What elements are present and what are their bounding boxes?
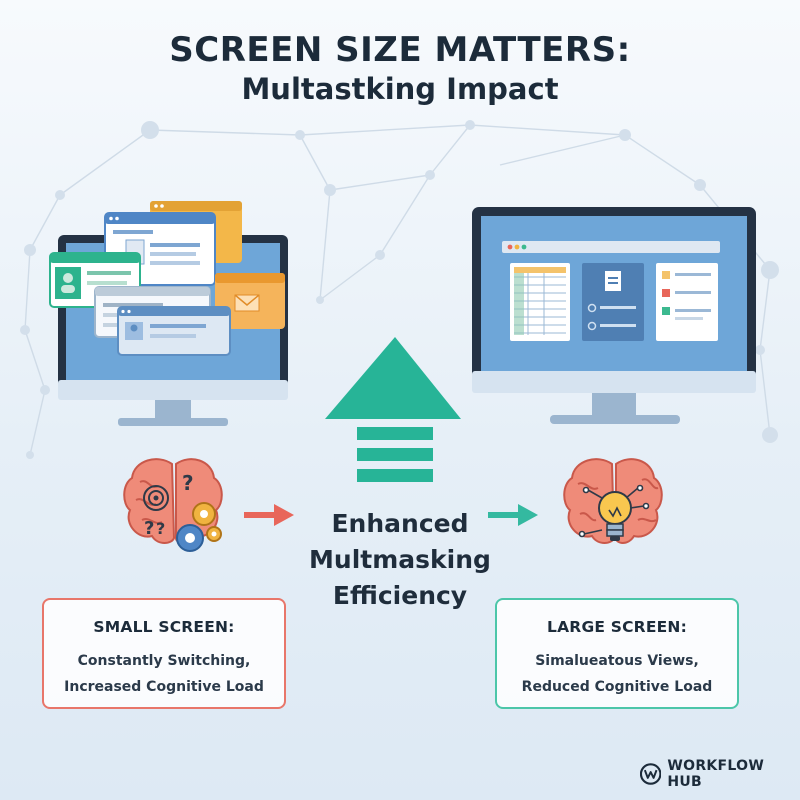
small-screen-line-2: Increased Cognitive Load	[64, 679, 264, 695]
svg-text:?: ?	[182, 471, 194, 495]
document-panel	[582, 263, 644, 341]
task-panel	[656, 263, 718, 341]
large-screen-line-2: Reduced Cognitive Load	[521, 679, 713, 695]
lightbulb-brain-icon	[563, 458, 663, 544]
confused-brain-icon: ? ? ?	[123, 458, 223, 552]
large-screen-monitor-icon	[472, 207, 756, 424]
right-arrow-red-icon	[244, 504, 294, 526]
brand-name: WORKFLOW HUB	[667, 758, 765, 790]
spreadsheet-panel	[510, 263, 570, 341]
svg-text:?: ?	[156, 519, 165, 538]
large-screen-card: LARGE SCREEN: Simalueatous Views, Reduce…	[495, 598, 739, 709]
page-subtitle: Multastking Impact	[241, 72, 559, 106]
window-orange	[215, 273, 285, 329]
window-front	[117, 306, 231, 356]
small-screen-title: SMALL SCREEN:	[93, 618, 235, 636]
small-screen-monitor-icon	[49, 201, 288, 426]
large-screen-title: LARGE SCREEN:	[547, 618, 687, 636]
large-screen-line-1: Simalueatous Views,	[535, 653, 699, 669]
efficiency-label: Enhanced Multmasking Efficiency	[290, 506, 510, 614]
svg-text:?: ?	[144, 518, 154, 539]
workflow-logo-icon	[640, 763, 662, 785]
small-screen-line-1: Constantly Switching,	[77, 653, 251, 669]
efficiency-label-line-2: Multmasking	[309, 545, 491, 574]
small-screen-card: SMALL SCREEN: Constantly Switching, Incr…	[42, 598, 286, 709]
brand: WORKFLOW HUB	[640, 758, 800, 790]
right-arrow-teal-icon	[488, 504, 538, 526]
up-arrow-icon	[325, 337, 461, 482]
efficiency-label-line-3: Efficiency	[332, 581, 468, 610]
page-title: SCREEN SIZE MATTERS:	[169, 30, 631, 70]
efficiency-label-line-1: Enhanced	[331, 509, 469, 538]
